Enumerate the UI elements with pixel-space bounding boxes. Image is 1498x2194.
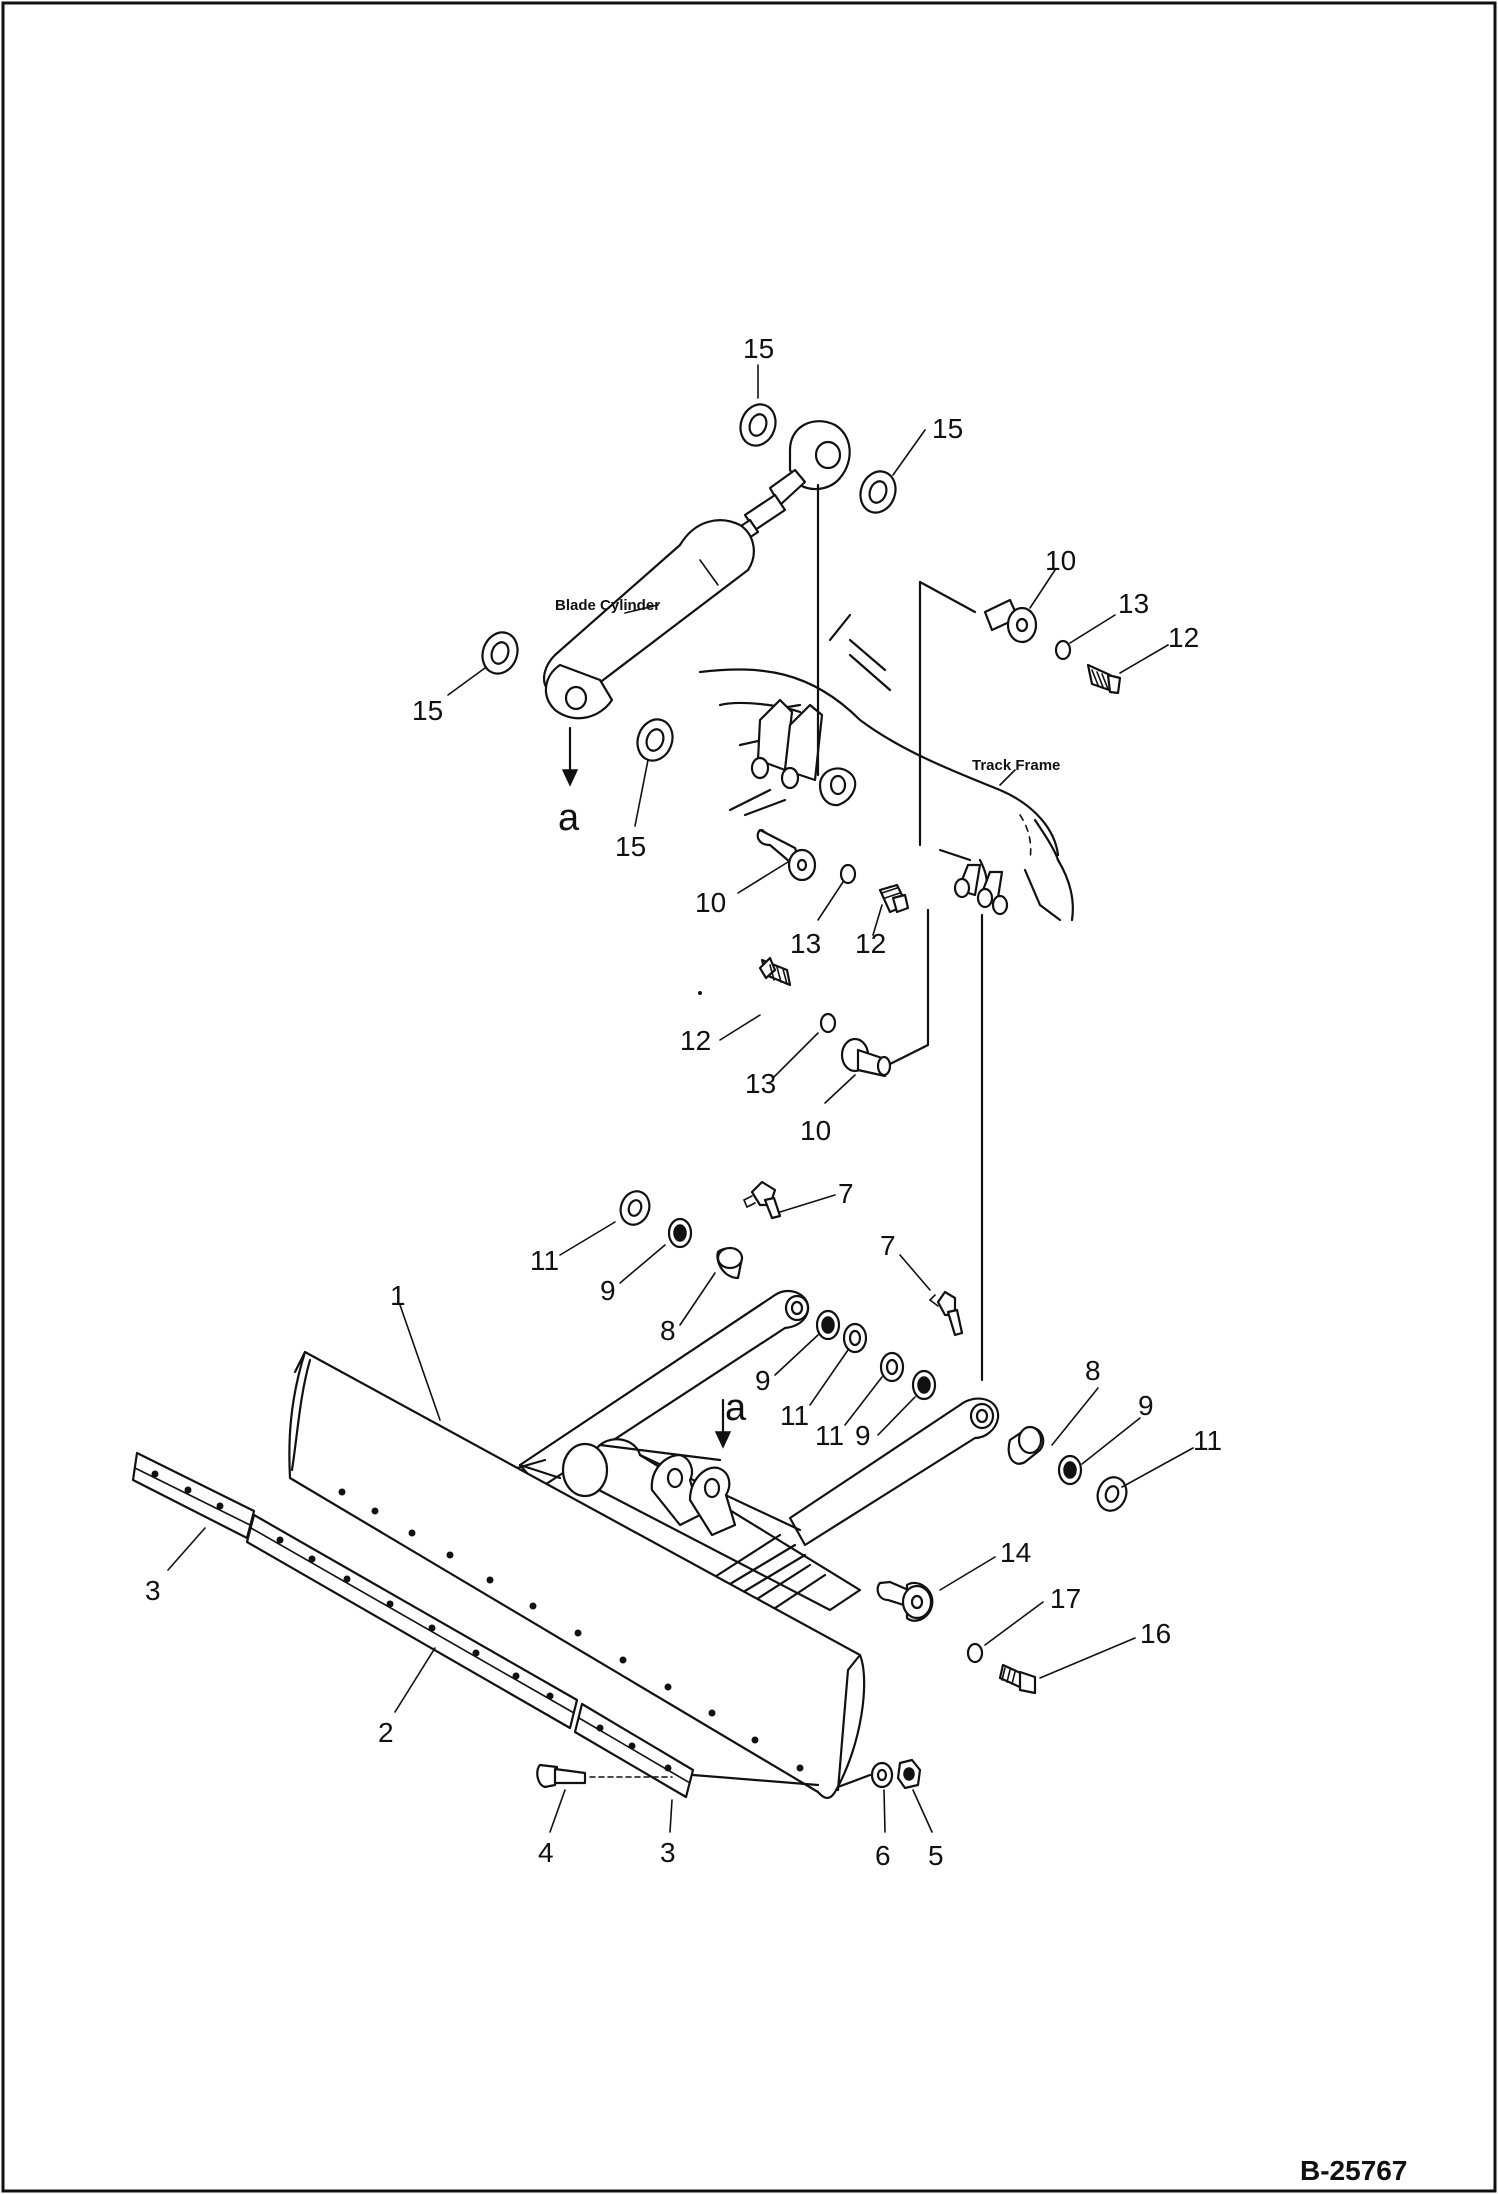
callout-14: 14 [1000, 1537, 1031, 1568]
washer-15-top [739, 403, 777, 447]
end-bit-3-left [131, 1451, 256, 1540]
blade-1 [288, 1350, 866, 1800]
pin-10-lower [840, 1037, 892, 1078]
washer-6 [870, 1761, 894, 1789]
callout-11-right: 11 [1193, 1425, 1222, 1456]
callout-10-lower: 10 [800, 1115, 831, 1146]
arrow-a-lower-head [714, 1431, 732, 1449]
callout-5: 5 [928, 1840, 944, 1871]
washer-11-right [1096, 1476, 1128, 1512]
pin-14 [876, 1580, 934, 1622]
leader-pin-10a [918, 580, 977, 847]
washer-13-lower [819, 1012, 837, 1034]
callout-13-upper: 13 [1118, 588, 1149, 619]
seal-9-upper [667, 1217, 693, 1249]
grease-fitting-7-lower [928, 1290, 964, 1337]
cylinder-bracket [650, 1453, 737, 1537]
callout-1: 1 [390, 1280, 406, 1311]
seal-9-arm-mid [911, 1369, 937, 1401]
track-frame-label: Track Frame [972, 757, 1060, 774]
callout-9-arm-mid: 9 [855, 1420, 871, 1451]
bolt-4 [536, 1763, 587, 1789]
callout-10-mid: 10 [695, 887, 726, 918]
bolt-12-upper [1086, 663, 1122, 695]
letter-a-upper: a [558, 797, 580, 839]
callout-4: 4 [538, 1837, 554, 1868]
callout-15-right: 15 [932, 413, 963, 444]
cutting-edge-2 [245, 1513, 579, 1730]
callout-10-upper: 10 [1045, 545, 1076, 576]
washer-17 [966, 1642, 984, 1664]
washer-15-left [481, 631, 519, 675]
nut-5 [896, 1758, 922, 1790]
bushing-8-upper [716, 1246, 744, 1280]
track-frame [698, 613, 1074, 922]
bushing-8-right [1007, 1425, 1045, 1465]
stray-dot [698, 991, 702, 995]
callout-7-lower: 7 [880, 1230, 896, 1261]
washer-13-upper [1054, 639, 1072, 661]
callout-7-upper: 7 [838, 1178, 854, 1209]
callout-8-upper: 8 [660, 1315, 676, 1346]
blade-to-washer-line [836, 1773, 872, 1789]
callout-16: 16 [1140, 1618, 1171, 1649]
edge-to-blade-line [691, 1773, 820, 1787]
letter-a-lower: a [725, 1387, 747, 1429]
callout-9-right: 9 [1138, 1390, 1154, 1421]
callout-13-lower: 13 [745, 1068, 776, 1099]
bolt-12-lower [758, 956, 792, 987]
callout-6: 6 [875, 1840, 891, 1871]
grease-fitting-7-upper [742, 1180, 782, 1220]
lift-arm-left [518, 1289, 810, 1490]
callout-11-arm-mid: 11 [815, 1420, 844, 1451]
drawing-number: B-25767 [1300, 2155, 1407, 2186]
callout-3-right: 3 [660, 1837, 676, 1868]
pin-10-mid [756, 828, 817, 882]
washer-11-upper [619, 1190, 651, 1226]
bolt-12-mid [878, 883, 910, 914]
seal-9-arm-left [815, 1309, 841, 1341]
callout-17: 17 [1050, 1583, 1081, 1614]
washer-15-lower [636, 718, 674, 762]
lift-arm-right [788, 1397, 1000, 1547]
washer-11-arm-left [842, 1322, 868, 1354]
washer-11-arm-mid [879, 1351, 905, 1383]
blade-cylinder [542, 420, 851, 720]
callout-15-left: 15 [412, 695, 443, 726]
callout-15-top: 15 [743, 333, 774, 364]
callout-2: 2 [378, 1717, 394, 1748]
callout-3-left: 3 [145, 1575, 161, 1606]
callout-11-arm-left: 11 [780, 1400, 809, 1431]
end-bit-3-right [573, 1702, 695, 1799]
callout-9-arm-left: 9 [755, 1365, 771, 1396]
callout-11-upper: 11 [530, 1245, 559, 1276]
blade-holes [338, 1488, 804, 1772]
callout-12-lower: 12 [680, 1025, 711, 1056]
washer-15-right [859, 470, 897, 514]
seal-9-right [1057, 1454, 1083, 1486]
callout-8-right: 8 [1085, 1355, 1101, 1386]
pin-10-upper [983, 598, 1038, 644]
callout-12-upper: 12 [1168, 622, 1199, 653]
callout-13-mid: 13 [790, 928, 821, 959]
blade-cylinder-label: Blade Cylinder [555, 597, 660, 614]
leader-lines [167, 364, 1194, 1833]
callout-9-upper: 9 [600, 1275, 616, 1306]
leader-pin-10c [876, 908, 930, 1072]
washer-13-mid [839, 863, 857, 885]
callout-15-lower: 15 [615, 831, 646, 862]
arrow-a-upper-head [561, 769, 579, 787]
callout-12-mid: 12 [855, 928, 886, 959]
bolt-16 [998, 1663, 1037, 1695]
